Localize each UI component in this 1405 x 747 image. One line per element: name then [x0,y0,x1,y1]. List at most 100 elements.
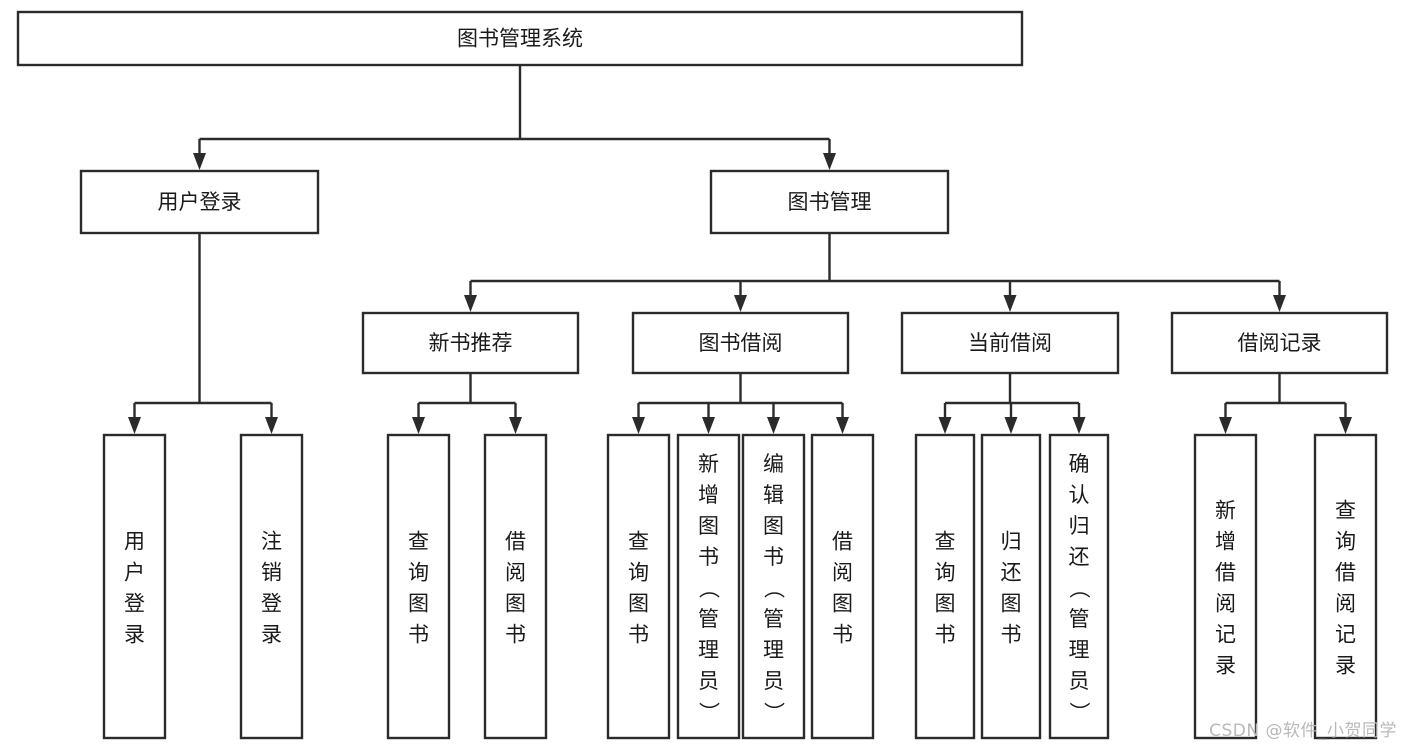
node-box [386,433,451,740]
node-box [79,169,320,235]
node-label-char: 图 [935,592,956,616]
node-label-char: 阅 [1215,592,1236,616]
node-label-char: ） [1067,702,1091,723]
node-book-borrow[interactable]: 图书借阅 [631,311,850,375]
node-box [102,433,167,740]
node-label-char: 登 [124,592,145,616]
node-label-char: 借 [505,530,526,554]
node-book-manage[interactable]: 图书管理 [709,169,950,235]
node-label-char: 增 [698,483,719,507]
node-label-char: 书 [628,623,649,647]
node-label-char: 认 [1069,483,1090,507]
node-root[interactable]: 图书管理系统 [16,10,1024,67]
node-box [361,311,580,375]
node-label-char: （ [1067,578,1091,599]
node-label-char: 户 [124,561,145,585]
node-label-char: 阅 [832,561,853,585]
node-current-borrow[interactable]: 当前借阅 [900,311,1120,375]
node-label-char: 书 [505,623,526,647]
arrow-head-icon [1219,417,1232,434]
node-label-char: 员 [763,669,784,693]
node-label-char: 阅 [1335,592,1356,616]
node-label: 当前借阅 [968,331,1052,355]
arrow-head-icon [938,417,952,434]
node-label-char: 查 [628,530,649,554]
node-label-char: 销 [261,561,282,585]
node-label-char: 编 [763,452,784,476]
node-new-book-recommend[interactable]: 新书推荐 [361,311,580,375]
arrow-head-icon [823,153,836,170]
arrow-head-icon [632,417,645,434]
node-label-char: 书 [832,623,853,647]
node-label-char: 用 [124,530,145,554]
node-label-char: 查 [935,530,956,554]
node-label-char: 图 [832,592,853,616]
node-label-char: 书 [935,623,956,647]
node-borrow-record[interactable]: 借阅记录 [1170,311,1389,375]
node-label-char: （ [697,578,721,599]
arrow-head-icon [1273,295,1286,312]
node-label-char: 询 [628,561,649,585]
node-label-char: 新 [698,452,719,476]
arrow-head-icon [702,417,715,434]
node-box [1170,311,1389,375]
node-box [239,433,304,740]
node-label-char: 询 [408,561,429,585]
node-box [980,433,1042,740]
arrow-head-icon [767,417,780,434]
node-box [1048,433,1110,740]
node-label-char: 归 [1069,514,1090,538]
node-user-login[interactable]: 用户登录 [79,169,320,235]
node-label-char: （ [762,578,786,599]
node-label-char: 书 [763,545,784,569]
csdn-watermark: CSDN @软件_小贺同学 [1209,721,1397,741]
node-label-char: 询 [935,561,956,585]
nodes-layer: 图书管理系统用户登录图书管理新书推荐图书借阅当前借阅借阅记录用户登录注销登录查询… [16,10,1389,740]
arrow-head-icon [1003,295,1017,312]
node-label-char: ） [762,702,786,723]
node-box [16,10,1024,67]
node-label-char: 归 [1001,530,1022,554]
arrow-head-icon [836,417,849,434]
node-label-char: 录 [1215,654,1236,678]
node-label-char: 录 [124,623,145,647]
node-label-char: 注 [261,530,282,554]
node-label: 图书管理系统 [457,27,583,51]
node-leaf-user-login[interactable]: 用户登录 [102,433,167,740]
node-label-char: 图 [628,592,649,616]
node-label-char: 录 [261,623,282,647]
node-label-char: 确 [1069,452,1090,476]
arrow-head-icon [128,417,141,434]
node-label-char: 员 [1069,669,1090,693]
node-box [606,433,671,740]
node-label-char: 登 [261,592,282,616]
node-label-char: 员 [698,669,719,693]
node-label-char: 借 [1335,561,1356,585]
node-label-char: 增 [1215,530,1236,554]
node-label: 图书借阅 [699,331,783,355]
arrow-head-icon [412,417,425,434]
arrow-head-icon [1004,417,1018,434]
node-label: 借阅记录 [1238,331,1322,355]
node-label-char: 书 [1001,623,1022,647]
node-label-char: 书 [408,623,429,647]
connectors-layer [128,65,1352,434]
node-box [1313,433,1378,740]
node-box [900,311,1120,375]
node-label-char: 还 [1001,561,1022,585]
node-label-char: 辑 [763,483,784,507]
